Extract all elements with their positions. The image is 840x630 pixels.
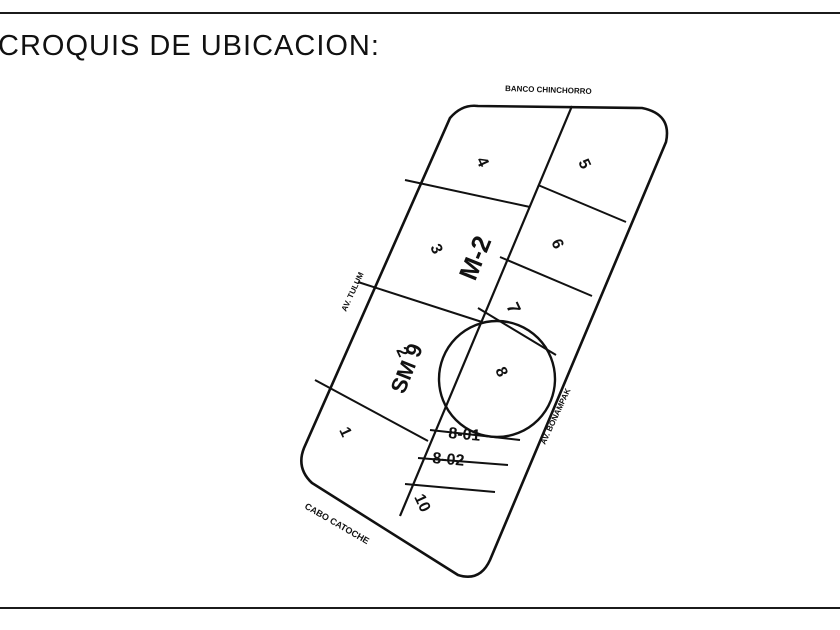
lot-label-8: 8: [491, 365, 510, 380]
lot-divider: [499, 256, 593, 297]
lot-divider: [417, 457, 509, 466]
lot-label-1: 1: [335, 425, 354, 440]
block-outline: [300, 104, 669, 578]
street-label-right: AV. BONAMPAK: [539, 387, 573, 446]
block-spine: [398, 105, 574, 517]
lot-label-5: 5: [574, 157, 593, 172]
lot-label-7: 7: [502, 299, 524, 317]
bottom-border-line: [0, 607, 840, 609]
lot-divider: [404, 483, 496, 493]
lot-divider: [429, 429, 521, 441]
lot-label-8-02: 8-02: [432, 450, 465, 470]
street-label-bottom: CABO CATOCHE: [303, 501, 371, 546]
top-border-line: [0, 12, 840, 14]
lot-divider: [357, 281, 483, 323]
lot-divider: [537, 184, 627, 223]
street-label-left: AV. TULUM: [340, 270, 366, 312]
lot-label-6: 6: [547, 237, 566, 252]
street-label-top: BANCO CHINCHORRO: [505, 84, 592, 96]
lot-label-8-01: 8-01: [448, 425, 481, 445]
page-title: CROQUIS DE UBICACION:: [0, 30, 380, 62]
manzana-label: M-2: [453, 231, 498, 284]
lot-divider: [314, 379, 429, 442]
lot-label-4: 4: [472, 155, 491, 170]
highlight-circle: [437, 319, 557, 439]
lot-label-10: 10: [410, 492, 433, 515]
lot-divider: [404, 179, 531, 208]
supermanzana-label: SM 9: [385, 340, 427, 397]
lot-label-3: 3: [426, 242, 445, 257]
lot-divider: [477, 307, 557, 356]
